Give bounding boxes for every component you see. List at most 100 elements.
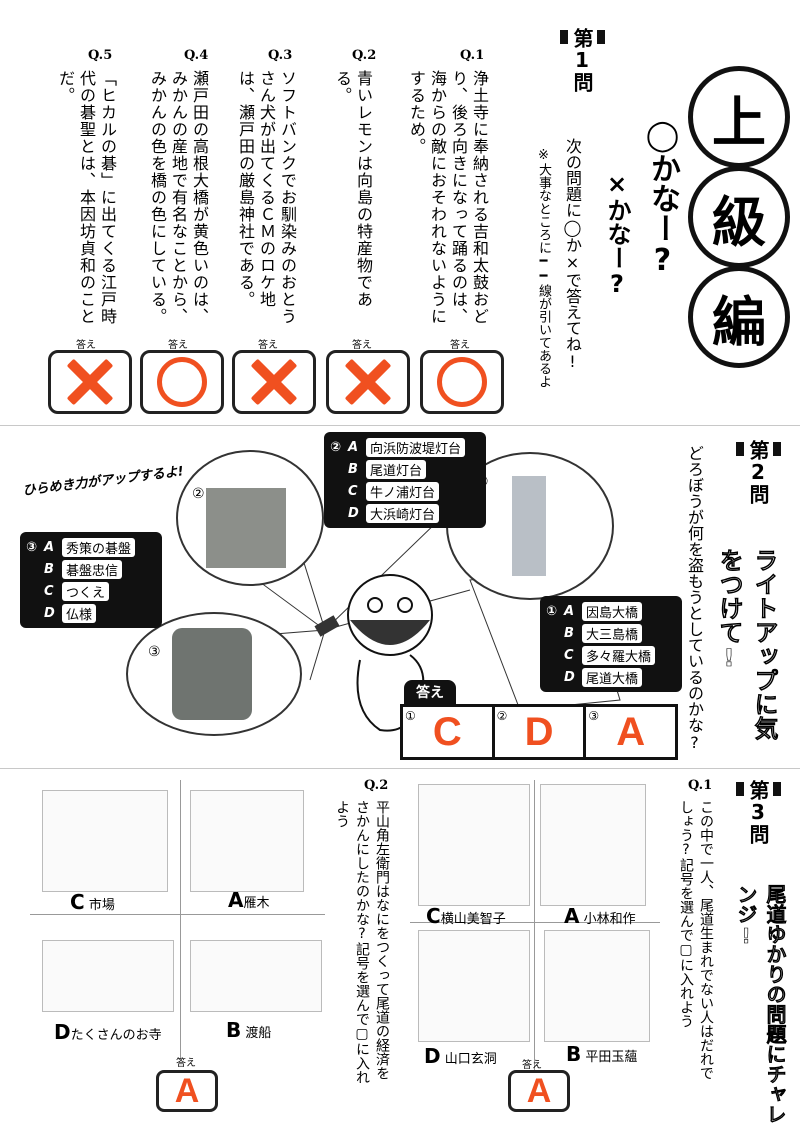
cross-icon	[66, 358, 114, 406]
s3-q2-answer-label: 答え	[176, 1058, 196, 1069]
cross-icon	[250, 358, 298, 406]
options-1-number: ①	[546, 603, 558, 619]
section1-heading: 第1問	[560, 28, 605, 92]
answer-cell-2-value: D	[524, 709, 554, 754]
option-3c: つくえ	[62, 581, 110, 601]
illustration-ferry	[190, 940, 322, 1012]
option-3a: 秀策の碁盤	[62, 537, 136, 557]
option-1c: 多々羅大橋	[582, 645, 656, 665]
q1-text: 浄土寺に奉納される吉和太鼓おどり、後ろ向きになって踊るのは、海からの敵におそわれ…	[407, 70, 489, 325]
s3-q1-answer: A	[526, 1071, 552, 1110]
option-2d-letter: D	[348, 505, 359, 521]
option-1a-letter: A	[564, 603, 575, 619]
section2-question: どろぼうが何を盗もうとしているのかな?	[685, 445, 704, 752]
option-1c-letter: C	[564, 647, 574, 663]
portrait-yamaguchi	[418, 930, 530, 1042]
q2-answer-label: 答え	[352, 340, 372, 351]
q2-number: Q.2	[352, 48, 377, 63]
section1-instruction: 次の問題に◯か×で答えてね!	[563, 138, 582, 371]
answer-cell-3-value: A	[616, 709, 646, 754]
bubble-3-label: ③	[148, 644, 161, 660]
options-3-number: ③	[26, 539, 38, 555]
q1-answer-label: 答え	[450, 340, 470, 351]
section3-subtitle: 尾道ゆかりの問題にチャレンジ!	[734, 884, 788, 1125]
answer-cell-1: ① C	[403, 707, 495, 757]
q3-answer-box	[232, 350, 316, 414]
option-1d-letter: D	[564, 669, 575, 685]
q5-text: 「ヒカルの碁」に出てくる江戸時代の碁聖とは、本因坊貞和のことだ。	[56, 70, 117, 325]
lighthouse-photo	[206, 488, 286, 568]
portrait-hirata	[544, 930, 650, 1042]
section2-heading: 第2問	[736, 440, 781, 504]
option-3b-letter: B	[44, 561, 54, 577]
answer-cell-3-num: ③	[588, 709, 600, 723]
option-2b: 尾道灯台	[366, 459, 427, 479]
q4-answer-label: 答え	[168, 340, 188, 351]
option-3d-letter: D	[44, 605, 55, 621]
bridge-photo	[512, 476, 546, 576]
option-3a-letter: A	[44, 539, 55, 555]
q2-text: 青いレモンは向島の特産物である。	[333, 70, 373, 308]
illustration-gangi	[190, 790, 304, 892]
q1-number: Q.1	[460, 48, 485, 63]
q3-number: Q.3	[268, 48, 293, 63]
s3-q2-answer: A	[174, 1071, 200, 1110]
s3-q1-cell-b: B 平田玉蘊	[566, 1042, 638, 1066]
circle-icon	[437, 357, 487, 407]
answer-cell-2-num: ②	[496, 709, 508, 723]
q3-answer-label: 答え	[258, 340, 278, 351]
s3-q2-number: Q.2	[364, 778, 389, 793]
q5-answer-box	[48, 350, 132, 414]
s3-q1-number: Q.1	[688, 778, 713, 793]
title-char-kyu: 級	[688, 166, 790, 268]
section3-heading: 第3問	[736, 780, 781, 844]
stone-photo	[172, 628, 252, 720]
q4-answer-box	[140, 350, 224, 414]
s3-q1-cell-d: D 山口玄洞	[424, 1044, 497, 1068]
circle-icon	[157, 357, 207, 407]
option-1d: 尾道大橋	[582, 667, 643, 687]
option-2c-letter: C	[348, 483, 358, 499]
q1-answer-box	[420, 350, 504, 414]
section1-note: ※大事なところに━━線が引いてあるよ	[536, 148, 551, 388]
s3-q2-text: 平山角左衛門はなにをつくって尾道の経済をさかんにしたのかな?記号を選んで▢に入れ…	[334, 800, 390, 1084]
option-3b: 碁盤忠信	[62, 559, 123, 579]
option-2a-letter: A	[348, 439, 359, 455]
section2-answer-box: ① C ② D ③ A	[400, 704, 678, 760]
illustration-temples	[42, 940, 174, 1012]
bubble-2-label: ②	[192, 486, 205, 502]
illustration-market	[42, 790, 168, 892]
cross-icon	[344, 358, 392, 406]
s3-q1-text: この中で一人、尾道生まれでない人はだれでしょう?記号を選んで▢に入れよう	[678, 800, 714, 1080]
bubble-2: ②	[176, 450, 324, 586]
portrait-yokoyama	[418, 784, 530, 906]
option-1b: 大三島橋	[582, 623, 643, 643]
title-char-jou: 上	[688, 66, 790, 168]
answer-cell-2: ② D	[495, 707, 587, 757]
option-3d: 仏様	[62, 603, 97, 623]
s3-q2-cell-b: B 渡船	[226, 1018, 272, 1042]
s3-q2-cell-c: C 市場	[70, 890, 115, 914]
s3-q1-answer-label: 答え	[522, 1060, 542, 1071]
answer-cell-1-value: C	[432, 709, 462, 754]
option-2c: 牛ノ浦灯台	[366, 481, 440, 501]
options-2-number: ②	[330, 439, 342, 455]
s3-q1-cell-c: C横山美智子	[426, 904, 506, 928]
bubble-3: ③	[126, 612, 302, 736]
option-2b-letter: B	[348, 461, 358, 477]
q5-number: Q.5	[88, 48, 113, 63]
s3-q1-cell-a: A 小林和作	[564, 904, 636, 928]
s3-q2-answer-box: A	[156, 1070, 218, 1112]
s3-q2-cell-a: A雁木	[228, 888, 270, 912]
s3-q1-answer-box: A	[508, 1070, 570, 1112]
option-3c-letter: C	[44, 583, 54, 599]
q2-answer-box	[326, 350, 410, 414]
option-2d: 大浜崎灯台	[366, 503, 440, 523]
answer-cell-3: ③ A	[586, 707, 675, 757]
answer-cell-1-num: ①	[405, 709, 416, 723]
q4-number: Q.4	[184, 48, 209, 63]
section2-subtitle: ライトアップに気をつけて!	[715, 548, 779, 741]
option-1b-letter: B	[564, 625, 574, 641]
